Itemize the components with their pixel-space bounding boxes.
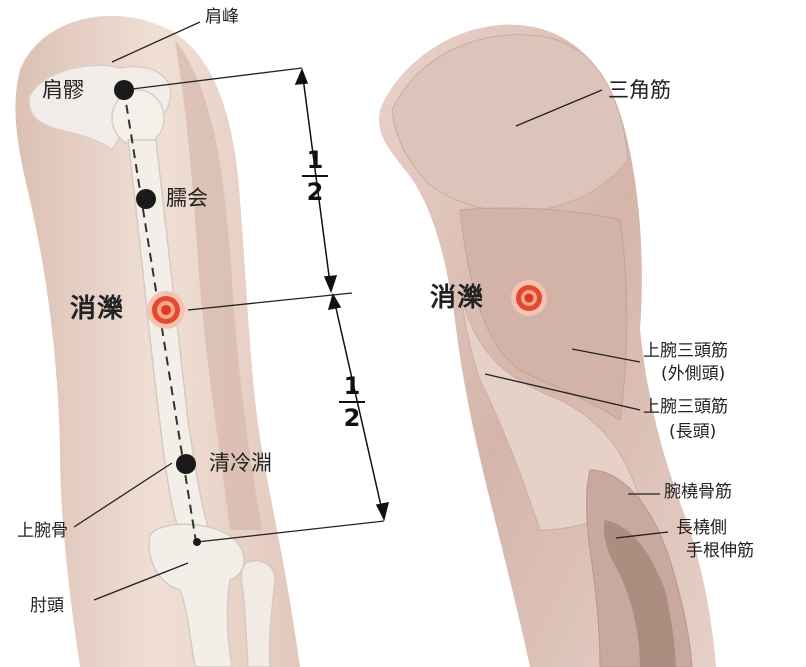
arrowhead-mid-up xyxy=(325,276,336,291)
point-keneu xyxy=(114,80,134,100)
fraction-upper-numerator: 1 xyxy=(300,148,330,172)
label-seireien: 清冷淵 xyxy=(209,453,272,474)
arrowhead-mid-down xyxy=(329,295,340,309)
label-shoreki-right: 消濼 xyxy=(430,285,484,311)
fraction-upper: 1 2 xyxy=(300,148,330,204)
point-jue xyxy=(136,189,156,209)
label-elbow: 肘頭 xyxy=(30,598,64,615)
fraction-lower-numerator: 1 xyxy=(337,374,367,398)
label-triceps-lateral-1: 上腕三頭筋 xyxy=(643,343,728,360)
fraction-lower-denominator: 2 xyxy=(337,406,367,430)
label-deltoid: 三角筋 xyxy=(608,80,671,101)
label-ecrl-2: 手根伸筋 xyxy=(686,543,754,560)
label-brachioradialis: 腕橈骨筋 xyxy=(664,484,732,501)
label-triceps-lateral-2: (外側頭) xyxy=(661,366,725,383)
label-kenpo: 肩峰 xyxy=(205,9,239,26)
arrowhead-top xyxy=(296,70,307,84)
fraction-upper-bar xyxy=(302,175,328,177)
target-point-left xyxy=(147,291,185,329)
target-point-right xyxy=(511,280,547,316)
label-humerus: 上腕骨 xyxy=(17,523,68,540)
label-keneu: 肩髎 xyxy=(42,80,84,101)
fraction-lower-bar xyxy=(339,401,365,403)
label-ecrl-1: 長橈側 xyxy=(676,520,727,537)
point-elbow xyxy=(193,538,201,546)
arrowhead-bottom xyxy=(377,503,388,519)
label-triceps-long-1: 上腕三頭筋 xyxy=(643,399,728,416)
label-jue: 臑会 xyxy=(166,188,208,209)
fraction-upper-denominator: 2 xyxy=(300,180,330,204)
label-shoreki-left: 消濼 xyxy=(70,296,124,322)
radius-bone xyxy=(241,561,275,667)
label-triceps-long-2: (長頭) xyxy=(669,424,716,441)
point-seireien xyxy=(176,454,196,474)
fraction-lower: 1 2 xyxy=(337,374,367,430)
